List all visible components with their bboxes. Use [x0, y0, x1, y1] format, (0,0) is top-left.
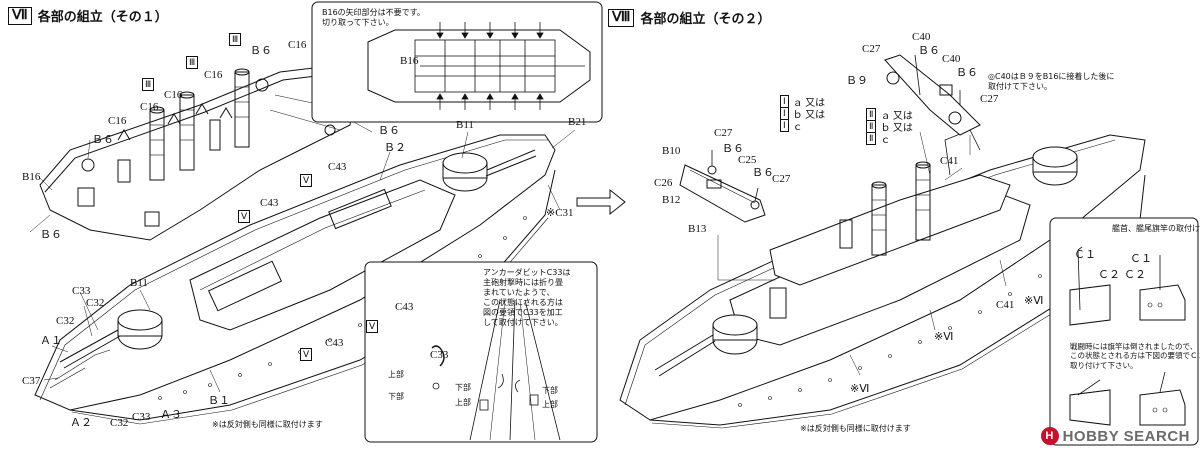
step7-number: Ⅶ — [8, 6, 32, 25]
label-a1: Ａ１ — [40, 335, 62, 347]
marker-v: Ⅴ — [238, 210, 251, 223]
superstructure-deck-drawing — [29, 1, 626, 443]
label-upper: 上部 — [388, 370, 404, 379]
label-c16: C16 — [108, 115, 127, 127]
legend-num: Ⅱ — [866, 131, 877, 145]
hobby-search-logo-icon: H — [1040, 427, 1059, 445]
label-lower: 下部 — [388, 392, 404, 401]
label-b6: Ｂ６ — [40, 229, 62, 241]
label-c40: C40 — [912, 31, 931, 43]
step8-number: Ⅷ — [608, 8, 635, 27]
label-b6: Ｂ６ — [956, 67, 978, 79]
note-anchor-davit: アンカーダビットC33は 主砲射撃時には折り畳 まれていたようで、 この状態にさ… — [483, 268, 571, 327]
label-a2: Ａ２ — [70, 417, 92, 429]
label-c32: C32 — [56, 315, 75, 327]
note-flagpole-body: 戦闘時には旗竿は倒されましたので、 この状態とされる方は下図の要領でＣ１を 取り… — [1070, 342, 1200, 370]
label-c16: C16 — [140, 101, 159, 113]
note-b16-cut: B16の矢印部分は不要です。 切り取って下さい。 — [322, 8, 425, 27]
label-c2: Ｃ２ — [1124, 269, 1146, 281]
label-c16: C16 — [164, 89, 183, 101]
legend-text: ｃ — [880, 134, 891, 146]
watermark-text: HOBBY SEARCH — [1062, 427, 1190, 445]
label-c2: Ｃ２ — [1098, 269, 1120, 281]
label-upper: 上部 — [542, 400, 558, 409]
label-c25: C25 — [738, 154, 757, 166]
legend-text: ｃ — [792, 121, 803, 133]
label-c27: C27 — [714, 127, 733, 139]
step8-title: Ⅷ 各部の組立（その２） — [608, 8, 770, 27]
note-flagpole-title: 艦首、艦尾旗竿の取付け — [1112, 224, 1200, 233]
label-b11: B11 — [456, 119, 474, 131]
marker-iii: Ⅲ — [186, 56, 199, 69]
marker-v: Ⅴ — [300, 174, 313, 187]
legend-text: ａ 又は — [880, 110, 913, 122]
legend-num: Ⅰ — [780, 118, 789, 132]
marker-v: Ⅴ — [366, 320, 379, 333]
label-b6: Ｂ６ — [918, 45, 940, 57]
label-b1: Ｂ１ — [208, 395, 230, 407]
marker-vi: ※Ⅵ — [850, 383, 870, 395]
label-c41: C41 — [996, 299, 1015, 311]
step7-heading: 各部の組立（その１） — [37, 10, 168, 25]
label-b2: Ｂ２ — [384, 142, 406, 154]
label-c32: C32 — [110, 417, 129, 429]
marker-v: Ⅴ — [300, 348, 313, 361]
label-c43: C43 — [328, 161, 347, 173]
label-upper: 上部 — [455, 398, 471, 407]
note-c40: ◎C40はＢ９をB16に接着した後に 取付けて下さい。 — [988, 72, 1115, 91]
label-c43: C43 — [325, 337, 344, 349]
legend-text: ａ 又は — [792, 97, 826, 109]
marker-iii: Ⅲ — [142, 78, 155, 91]
label-b6: Ｂ６ — [722, 143, 744, 155]
label-lower: 下部 — [455, 383, 471, 392]
step8-heading: 各部の組立（その２） — [640, 12, 771, 27]
label-b16: B16 — [22, 171, 41, 183]
label-b21: B21 — [568, 116, 587, 128]
label-c27: C27 — [772, 173, 791, 185]
label-c43: C43 — [395, 301, 414, 313]
label-b10: B10 — [662, 145, 681, 157]
label-c31: ※C31 — [546, 207, 574, 219]
marker-vi: ※Ⅵ — [934, 331, 954, 343]
label-b9: Ｂ９ — [846, 75, 868, 87]
note-opposite-side: ※は反対側も同様に取付けます — [800, 424, 911, 433]
label-b6: Ｂ６ — [752, 167, 774, 179]
label-c32: C32 — [86, 297, 105, 309]
label-b13: B13 — [688, 223, 707, 235]
legend-text: ｂ 又は — [792, 109, 826, 121]
label-a3: Ａ３ — [160, 409, 182, 421]
label-c1: Ｃ１ — [1074, 249, 1096, 261]
label-c40: C40 — [942, 53, 961, 65]
label-c27: C27 — [980, 93, 999, 105]
label-b12: B12 — [662, 194, 681, 206]
label-b16-box: B16 — [400, 55, 419, 67]
label-c27: C27 — [862, 43, 881, 55]
label-c41: C41 — [940, 155, 959, 167]
label-b6: Ｂ６ — [250, 45, 272, 57]
watermark: H HOBBY SEARCH — [1040, 427, 1190, 445]
note-opposite-side: ※は反対側も同様に取付けます — [212, 420, 323, 429]
marker-vi: ※Ⅵ — [1024, 295, 1044, 307]
label-c1: Ｃ１ — [1130, 253, 1152, 265]
label-c33-box: C33 — [430, 349, 449, 361]
legend-text: ｂ 又は — [880, 122, 913, 134]
label-b6: Ｂ６ — [92, 134, 114, 146]
label-b6: Ｂ６ — [378, 125, 400, 137]
label-b11: B11 — [130, 277, 148, 289]
step7-title: Ⅶ 各部の組立（その１） — [8, 6, 168, 25]
label-c43: C43 — [260, 197, 279, 209]
label-c16: C16 — [204, 69, 223, 81]
label-c37: C37 — [22, 375, 41, 387]
marker-iii: Ⅲ — [229, 33, 242, 46]
label-c33: C33 — [132, 411, 151, 423]
label-c16: C16 — [288, 39, 307, 51]
label-c26: C26 — [654, 177, 673, 189]
label-lower: 下部 — [542, 386, 558, 395]
step8-drawing — [619, 54, 1199, 446]
label-c33: C33 — [72, 285, 91, 297]
